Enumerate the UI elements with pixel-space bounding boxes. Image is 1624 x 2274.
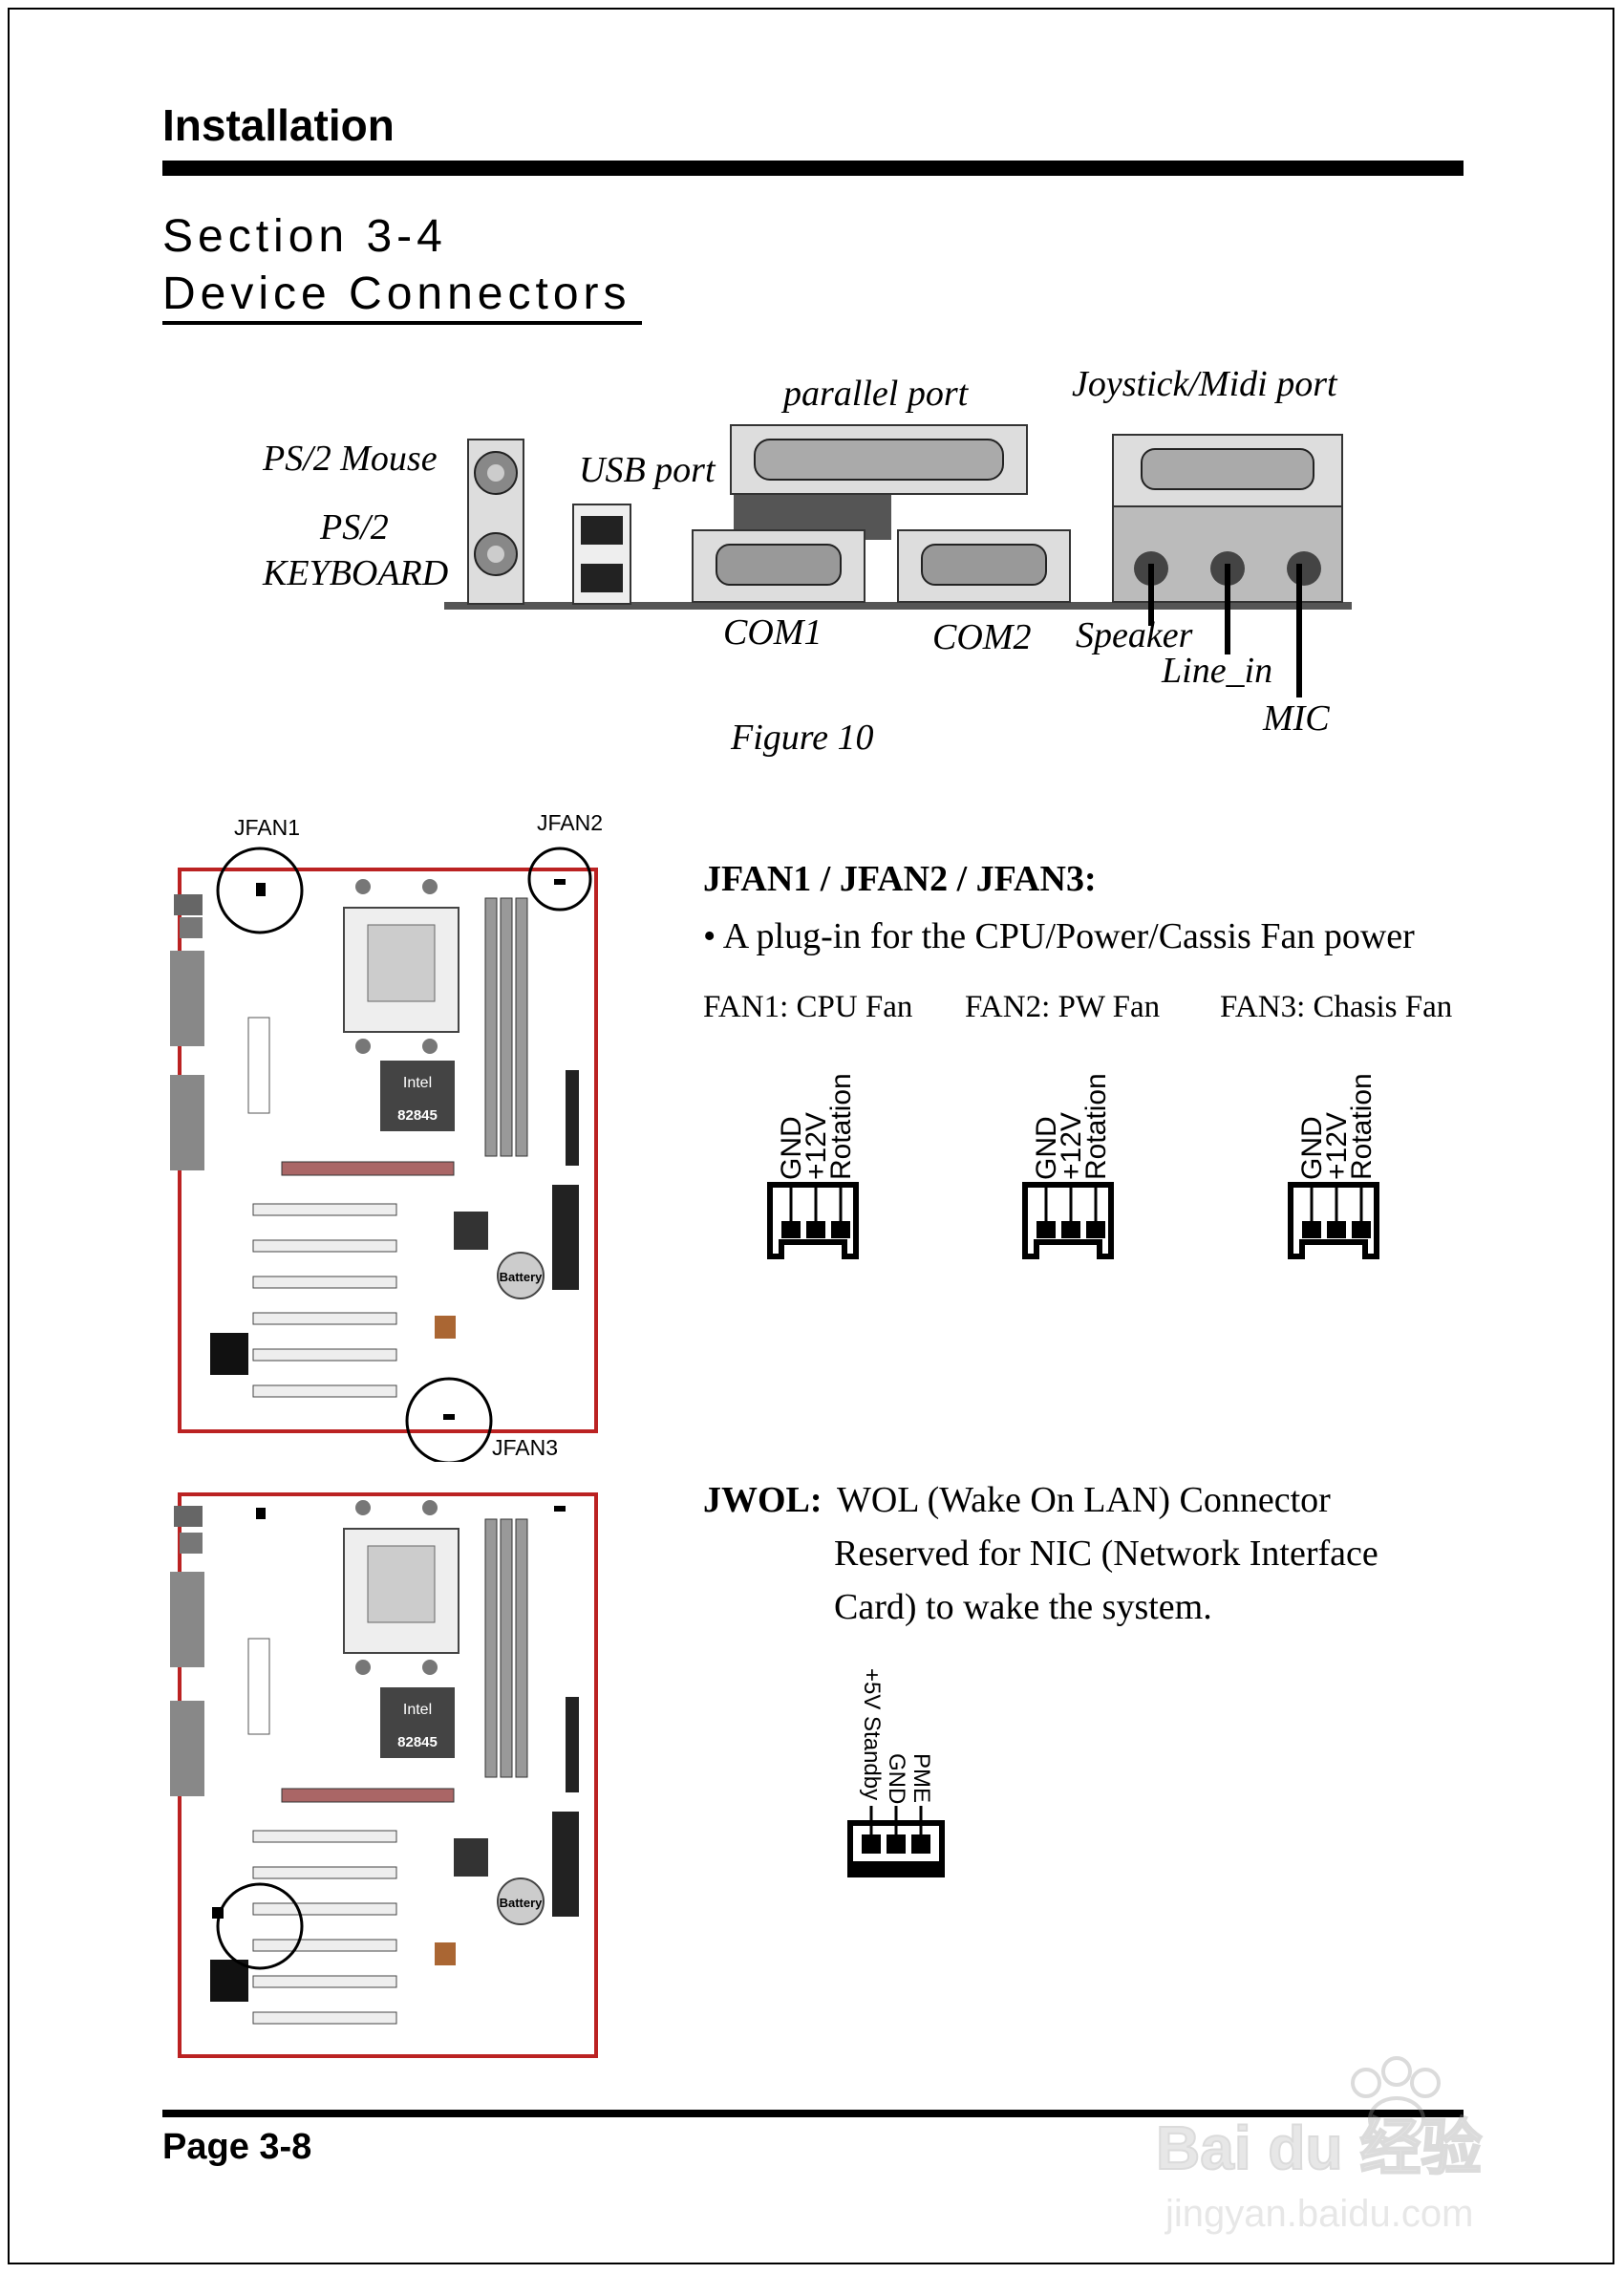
jfan-title: JFAN1 / JFAN2 / JFAN3: <box>703 859 1097 899</box>
board2-battery-label: Battery <box>500 1896 544 1910</box>
label-line-in: Line_in <box>1162 651 1273 691</box>
board2-chip-label: Intel <box>403 1702 432 1718</box>
jwol-pin-pme: PME <box>908 1753 934 1804</box>
jfan-description: • A plug-in for the CPU/Power/Cassis Fan… <box>703 916 1415 956</box>
label-mic: MIC <box>1263 698 1330 739</box>
section-number: Section 3-4 <box>162 211 447 262</box>
fan3-connector-icon <box>1288 1182 1379 1259</box>
page-frame <box>8 8 1614 2264</box>
fan3-pin-rotation: Rotation <box>1346 1073 1378 1180</box>
watermark-url: jingyan.baidu.com <box>1165 2193 1473 2235</box>
fan1-pin-rotation: Rotation <box>825 1073 857 1180</box>
label-speaker: Speaker <box>1076 615 1193 655</box>
label-ps2-keyboard-2: KEYBOARD <box>263 553 449 593</box>
jwol-highlight <box>216 1882 304 1970</box>
header-rule <box>162 161 1464 176</box>
ps2-connectors <box>467 439 524 605</box>
label-ps2-keyboard-1: PS/2 <box>320 507 389 547</box>
jwol-label: JWOL: <box>703 1480 823 1520</box>
jfan1-label: JFAN1 <box>234 815 301 840</box>
board1-chip-label: Intel <box>403 1075 432 1091</box>
jwol-line2: Reserved for NIC (Network Interface <box>834 1534 1378 1574</box>
motherboard-diagram-jfan: Intel 82845 Battery <box>170 847 598 1462</box>
jfan3-label: JFAN3 <box>492 1435 559 1460</box>
label-com2: COM2 <box>932 617 1032 657</box>
fan2-connector-icon <box>1022 1182 1114 1259</box>
jfan3-highlight <box>405 1377 493 1462</box>
parallel-connector <box>730 424 1028 540</box>
board2-chip-model: 82845 <box>397 1734 438 1750</box>
footer-rule <box>162 2110 1464 2117</box>
label-parallel-port: parallel port <box>783 374 969 414</box>
fan3-label: FAN3: Chasis Fan <box>1220 990 1453 1024</box>
com2-connector <box>897 529 1071 603</box>
section-heading: Section 3-4 Device Connectors <box>162 208 631 323</box>
motherboard-diagram-jwol: Intel 82845 Battery <box>170 1492 598 2058</box>
section-underline <box>162 321 642 325</box>
jfan1-highlight <box>216 847 304 934</box>
fan2-pin-rotation: Rotation <box>1080 1073 1112 1180</box>
back-panel-illustration <box>444 424 1352 697</box>
label-ps2-mouse: PS/2 Mouse <box>263 439 438 479</box>
page-number: Page 3-8 <box>162 2127 312 2167</box>
section-title: Device Connectors <box>162 268 631 319</box>
jwol-connector-icon <box>847 1806 945 1877</box>
jfan2-label: JFAN2 <box>537 810 604 835</box>
label-com1: COM1 <box>723 612 823 653</box>
figure-caption: Figure 10 <box>731 718 874 758</box>
board1-chip-model: 82845 <box>397 1107 438 1124</box>
usb-connectors <box>572 504 631 605</box>
jwol-line3: Card) to wake the system. <box>834 1587 1212 1627</box>
watermark-brand: Bai du 经验 <box>1156 2113 1482 2182</box>
baidu-watermark: Bai du 经验 jingyan.baidu.com <box>1146 2045 1548 2236</box>
fan1-connector-icon <box>767 1182 859 1259</box>
board1-battery-label: Battery <box>500 1270 544 1284</box>
com1-connector <box>692 529 865 603</box>
jfan2-highlight <box>527 847 592 912</box>
fan1-label: FAN1: CPU Fan <box>703 990 913 1024</box>
label-usb-port: USB port <box>579 450 716 490</box>
fan2-label: FAN2: PW Fan <box>965 990 1161 1024</box>
label-joystick-port: Joystick/Midi port <box>1072 364 1337 404</box>
page-header-title: Installation <box>162 100 395 150</box>
jwol-line1: WOL (Wake On LAN) Connector <box>837 1480 1331 1520</box>
